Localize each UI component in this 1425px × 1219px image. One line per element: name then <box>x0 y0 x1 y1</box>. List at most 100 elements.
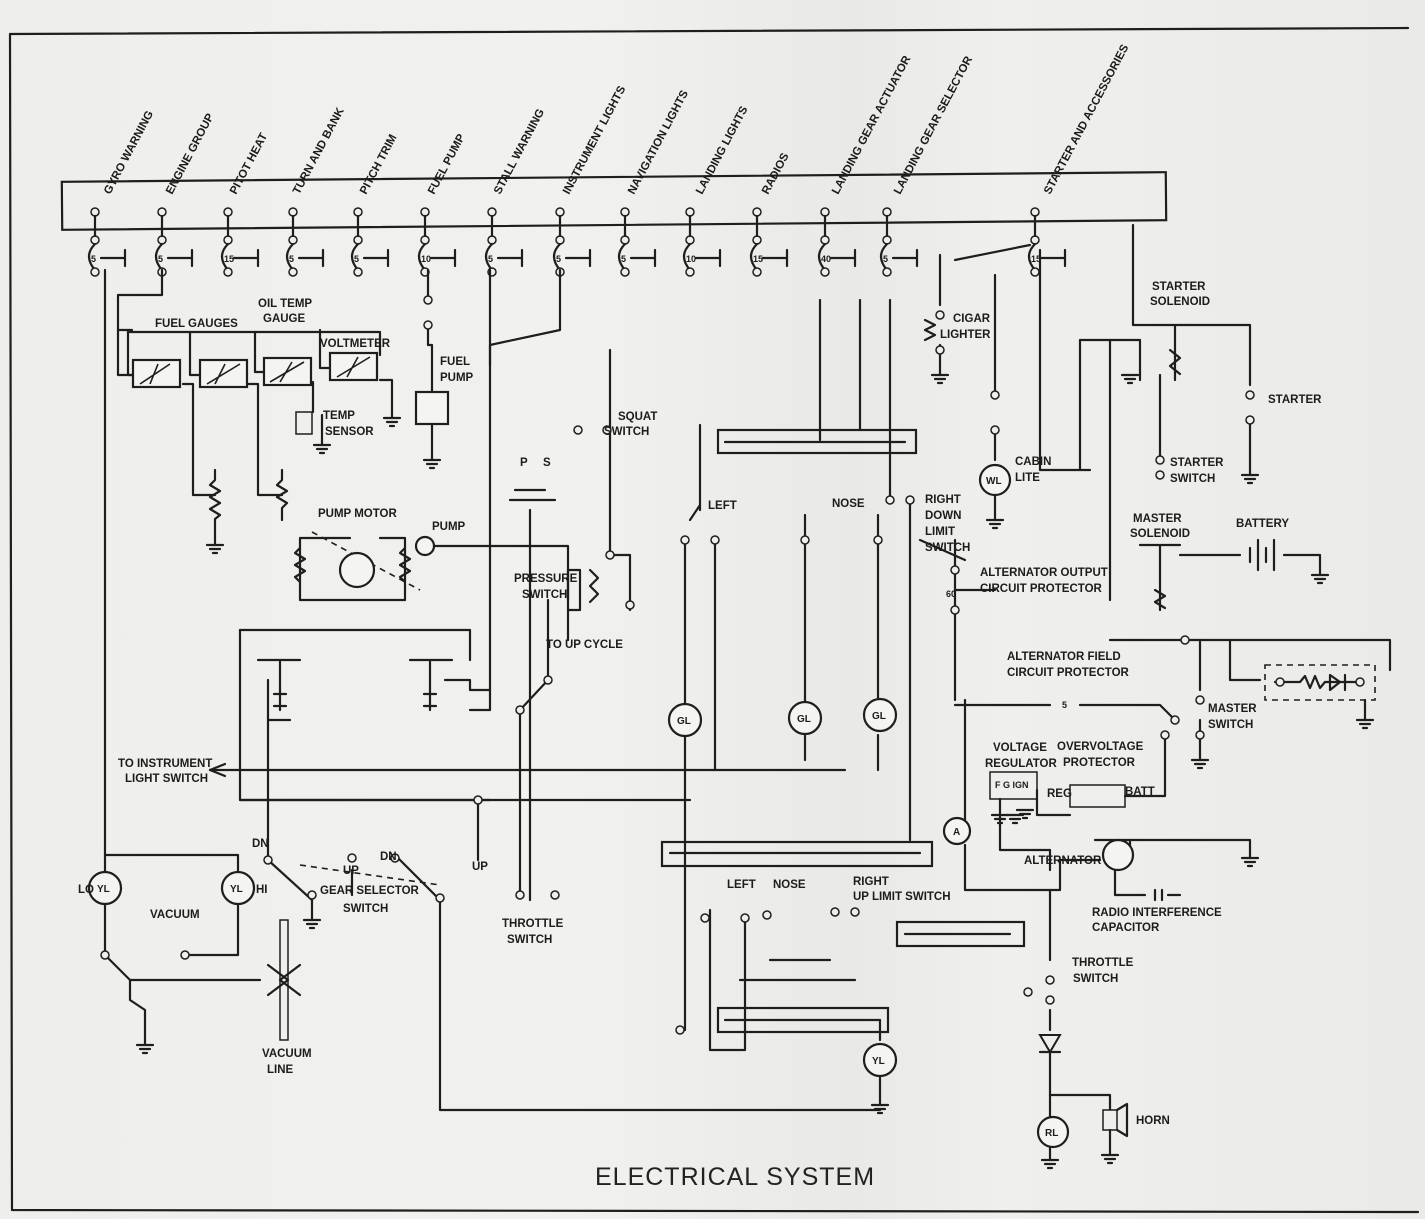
ground-symbol <box>1310 573 1330 585</box>
to-up-cycle-label: TO UP CYCLE <box>546 639 623 651</box>
breaker-terminal <box>487 235 497 245</box>
right-up-label-1: RIGHT <box>853 876 889 888</box>
right-down-label-2: DOWN <box>925 510 961 522</box>
radio-cap-label-1: RADIO INTERFERENCE <box>1092 907 1222 919</box>
breaker-terminal <box>752 267 762 277</box>
starter-switch-label-1: STARTER <box>1170 457 1224 469</box>
yl-lo-lamp <box>87 870 123 906</box>
up-limit-bar-3 <box>716 1006 890 1034</box>
contact-terminal <box>873 535 883 545</box>
throttle-switch-right-label-1: THROTTLE <box>1072 957 1134 969</box>
breaker-terminal <box>685 267 695 277</box>
frame <box>8 26 1420 1214</box>
overvoltage-label-2: PROTECTOR <box>1063 757 1136 769</box>
squat-switch-label-2: SWITCH <box>604 426 649 438</box>
gl-left-lamp <box>667 702 703 738</box>
contact-terminal <box>390 853 400 863</box>
starter-solenoid-label-2: SOLENOID <box>1150 296 1210 308</box>
contact-terminal <box>550 890 560 900</box>
contact-terminal <box>543 675 553 685</box>
wl-cabin-lamp <box>978 463 1012 497</box>
alt-field-label-1: ALTERNATOR FIELD <box>1007 651 1121 663</box>
master-switch-label-1: MASTER <box>1208 703 1257 715</box>
pump-motor <box>338 551 376 589</box>
ground-symbol <box>1190 758 1210 770</box>
bus-terminal <box>353 207 363 217</box>
breaker-label: GYRO WARNING <box>102 109 156 196</box>
contact-terminal <box>625 600 635 610</box>
battery-label: BATTERY <box>1236 518 1289 530</box>
ground-symbols <box>135 373 1375 1170</box>
breaker-terminal <box>1030 267 1040 277</box>
contact-terminal <box>740 913 750 923</box>
bus-terminal <box>487 207 497 217</box>
nose-up-label: NOSE <box>773 879 806 891</box>
contact-terminal <box>800 535 810 545</box>
breaker-terminal <box>420 235 430 245</box>
breaker-amps: 15 <box>224 254 234 264</box>
contact-terminal <box>1180 635 1190 645</box>
ground-symbol <box>302 918 322 930</box>
breaker-label: FUEL PUMP <box>426 132 468 196</box>
temp-sensor <box>295 411 313 435</box>
component-labels: FUEL GAUGES OIL TEMP GAUGE VOLTMETER TEM… <box>78 281 1322 1191</box>
cabin-lite-label-1: CABIN <box>1015 456 1051 468</box>
contact-terminal <box>180 950 190 960</box>
main-bus-bar <box>60 171 1168 231</box>
breaker-terminal <box>620 267 630 277</box>
oil-temp-label-2: GAUGE <box>263 313 306 325</box>
breaker-amps: 5 <box>158 254 163 264</box>
contact-terminal <box>1160 730 1170 740</box>
voltage-regulator-box <box>989 771 1038 800</box>
breaker-terminal <box>353 235 363 245</box>
bus-terminal <box>1030 207 1040 217</box>
alt-field-amps: 5 <box>1062 700 1067 710</box>
horn-label: HORN <box>1136 1115 1170 1127</box>
bus-terminal <box>555 207 565 217</box>
contact-terminal <box>1155 455 1165 465</box>
contact-terminal <box>830 907 840 917</box>
contact-terminal <box>762 910 772 920</box>
contact-terminal <box>307 890 317 900</box>
temp-sensor-label-2: SENSOR <box>325 426 374 438</box>
contact-terminal <box>100 950 110 960</box>
ground-symbol <box>205 543 225 555</box>
breaker-label: PITCH TRIM <box>358 133 399 197</box>
contact-terminal <box>423 295 433 305</box>
horn-box <box>1102 1109 1118 1131</box>
pressure-switch-label-1: PRESSURE <box>514 573 578 585</box>
rl-lamp <box>1036 1115 1070 1149</box>
breaker-label: LANDING LIGHTS <box>694 104 751 196</box>
breaker-terminal <box>685 235 695 245</box>
contact-terminal <box>675 1025 685 1035</box>
contact-terminal <box>950 565 960 575</box>
breaker-terminal <box>223 267 233 277</box>
gear-selector-label-2: SWITCH <box>343 903 388 915</box>
bus-terminal <box>820 207 830 217</box>
gear-selector-label-1: GEAR SELECTOR <box>320 885 420 897</box>
contact-terminal <box>1245 415 1255 425</box>
bus-terminal <box>685 207 695 217</box>
breaker-terminal <box>90 235 100 245</box>
bus-terminal <box>620 207 630 217</box>
ammeter <box>942 816 972 846</box>
vacuum-line-label-1: VACUUM <box>262 1048 312 1060</box>
contact-terminal <box>435 893 445 903</box>
right-down-label-3: LIMIT <box>925 526 955 538</box>
rl-lamp-label: RL <box>1045 1128 1058 1139</box>
contact-terminal <box>263 855 273 865</box>
breaker-amps: 5 <box>289 254 294 264</box>
breaker-label: PITOT HEAT <box>228 131 270 196</box>
contact-terminal <box>935 345 945 355</box>
contact-terminal <box>700 913 710 923</box>
throttle-switch-label-2: SWITCH <box>507 934 552 946</box>
breaker-terminal <box>882 267 892 277</box>
bus-terminal <box>90 207 100 217</box>
bus-terminal <box>752 207 762 217</box>
contact-terminal <box>423 320 433 330</box>
